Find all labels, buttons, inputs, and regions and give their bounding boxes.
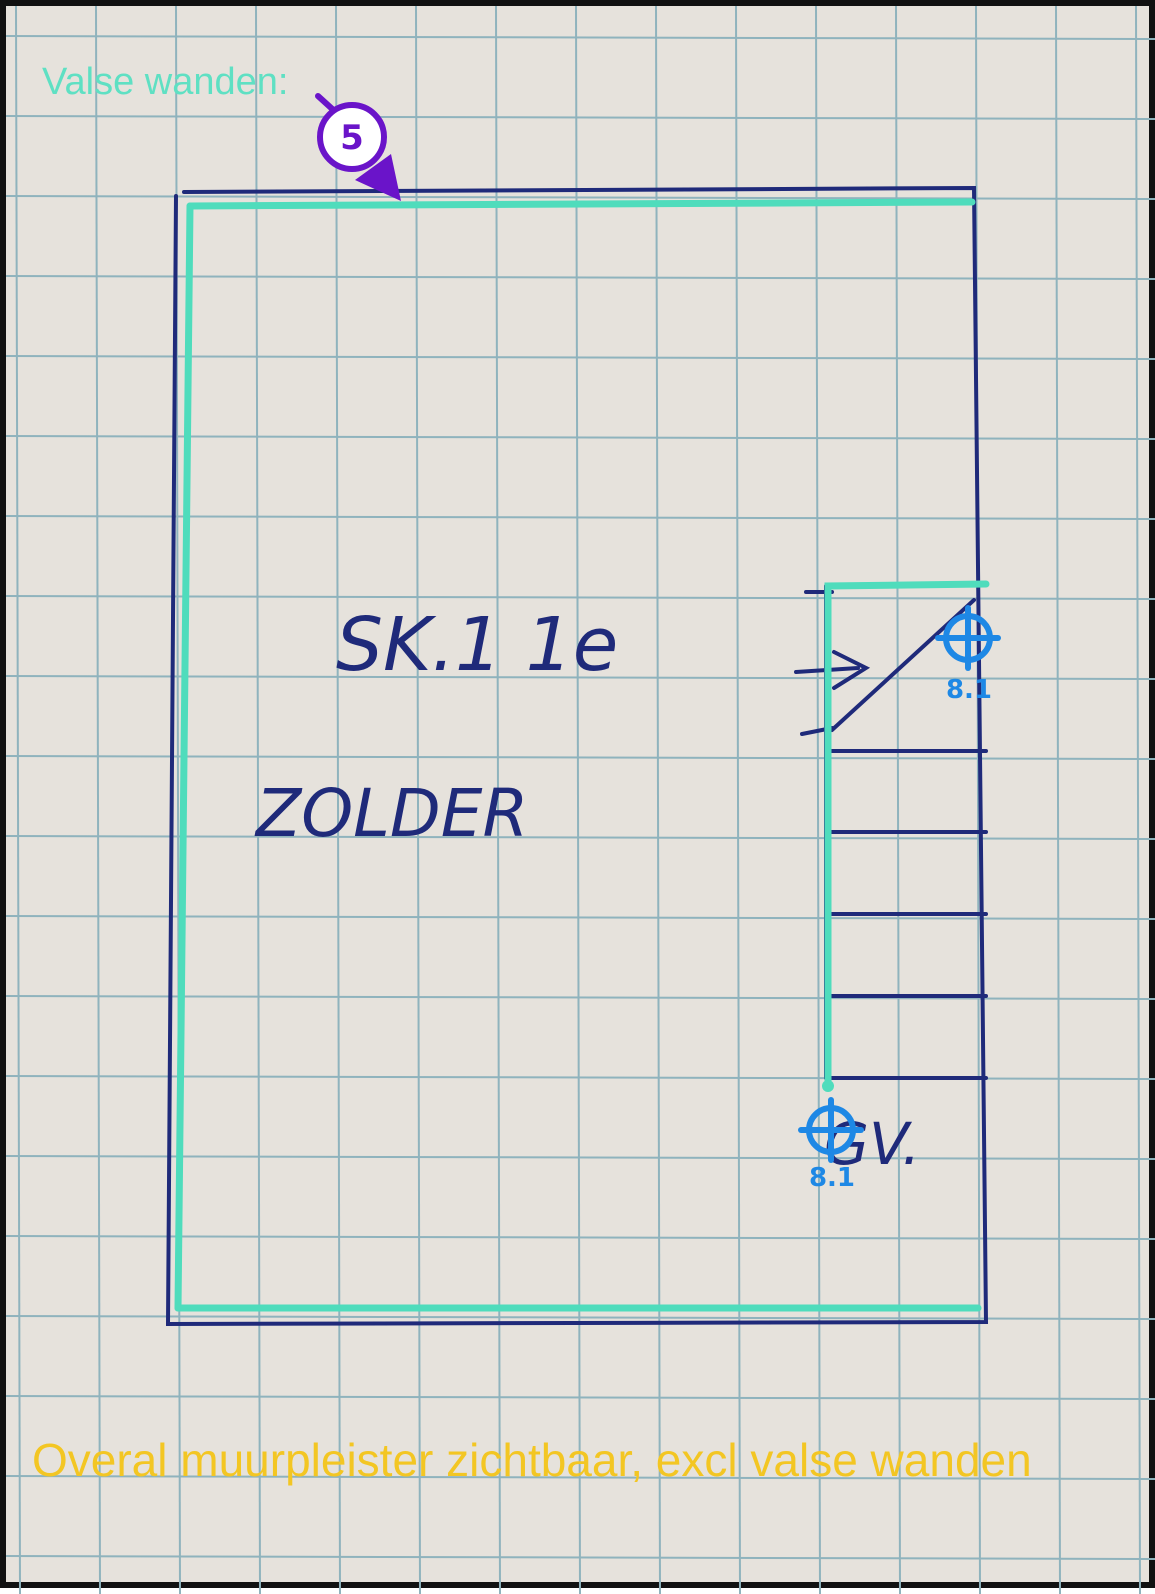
false-wall-stair xyxy=(824,580,990,1088)
false-wall-top xyxy=(186,198,976,210)
grid-line-vertical xyxy=(15,6,21,1594)
grid-line-vertical xyxy=(575,6,581,1594)
stairs-text: GV. xyxy=(824,1110,920,1178)
false-wall-endpoint xyxy=(822,1080,834,1092)
grid-line-vertical xyxy=(815,6,821,1594)
grid-line-vertical xyxy=(255,6,261,1594)
grid-line-vertical xyxy=(495,6,501,1594)
marker-pointer-icon xyxy=(355,154,401,201)
grid-line-horizontal xyxy=(6,755,1155,760)
marker-number: 5 xyxy=(340,118,364,158)
header-label: Valse wanden: xyxy=(42,61,288,103)
graph-paper-grid xyxy=(6,6,1155,1594)
crosshair-target-icon[interactable] xyxy=(935,605,1001,671)
grid-line-vertical xyxy=(335,6,341,1594)
grid-line-vertical xyxy=(95,6,101,1594)
grid-line-horizontal xyxy=(6,995,1155,1000)
annotated-photo: SK.1 1e ZOLDER GV. Valse wanden: 5 8.1 8… xyxy=(6,6,1155,1594)
grid-line-horizontal xyxy=(6,1475,1155,1480)
grid-line-horizontal xyxy=(6,115,1155,120)
footer-note: Overal muurpleister zichtbaar, excl vals… xyxy=(32,1434,1032,1486)
room-text-line2: ZOLDER xyxy=(254,775,528,852)
grid-line-horizontal xyxy=(6,275,1155,280)
crosshair-target-icon[interactable] xyxy=(798,1097,864,1163)
false-wall-left xyxy=(174,202,194,1312)
grid-line-horizontal xyxy=(6,1235,1155,1240)
grid-line-horizontal xyxy=(6,1155,1155,1160)
grid-line-horizontal xyxy=(6,675,1155,680)
grid-line-vertical xyxy=(655,6,661,1594)
grid-line-vertical xyxy=(1135,6,1141,1594)
grid-line-vertical xyxy=(415,6,421,1594)
target-1-label: 8.1 xyxy=(946,675,992,705)
marker-5[interactable]: 5 xyxy=(315,93,401,201)
grid-line-vertical xyxy=(1055,6,1061,1594)
grid-line-horizontal xyxy=(6,35,1155,40)
grid-line-horizontal xyxy=(6,1315,1155,1320)
grid-line-horizontal xyxy=(6,1555,1155,1560)
room-text-line1: SK.1 1e xyxy=(336,602,618,688)
target-2-label: 8.1 xyxy=(809,1163,855,1193)
grid-line-horizontal xyxy=(6,915,1155,920)
grid-line-vertical xyxy=(895,6,901,1594)
grid-line-horizontal xyxy=(6,835,1155,840)
grid-line-horizontal xyxy=(6,595,1155,600)
grid-line-horizontal xyxy=(6,515,1155,520)
grid-line-horizontal xyxy=(6,355,1155,360)
false-wall-overlay xyxy=(174,198,990,1312)
grid-line-horizontal xyxy=(6,1395,1155,1400)
grid-line-vertical xyxy=(735,6,741,1594)
room-outline xyxy=(165,185,989,1327)
grid-line-horizontal xyxy=(6,195,1155,200)
grid-line-horizontal xyxy=(6,435,1155,440)
